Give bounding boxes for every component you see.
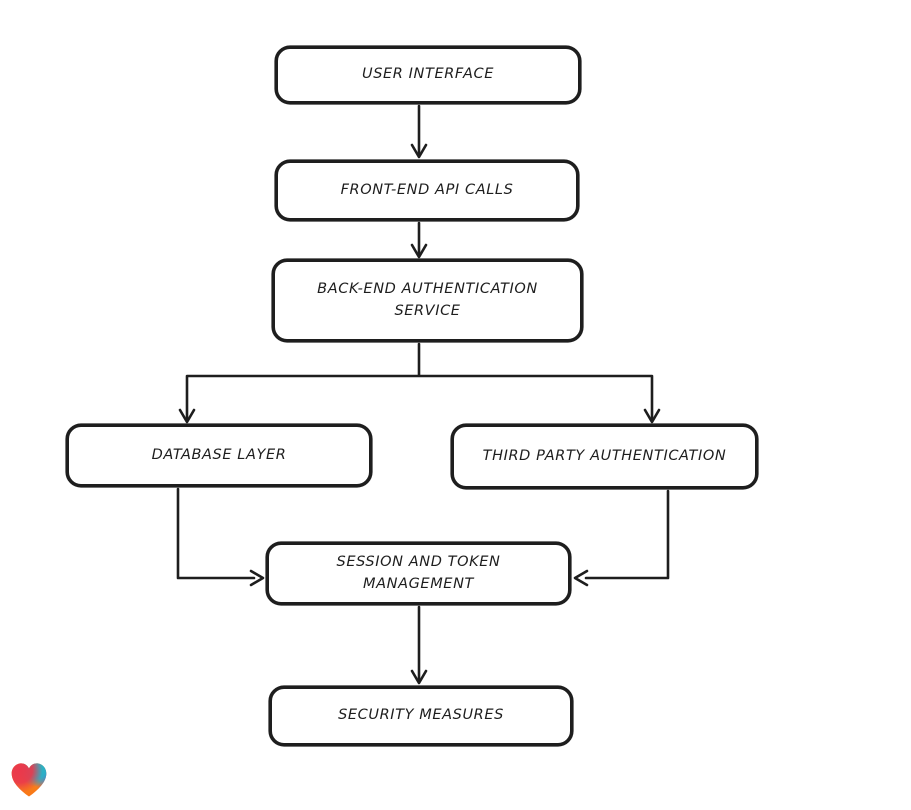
edge-database-to-session	[176, 487, 256, 580]
node-back-end-authentication-service: BACK-END AUTHENTICATION SERVICE	[272, 259, 583, 342]
arrowhead-down-1	[410, 143, 428, 159]
node-label: FRONT-END API CALLS	[340, 181, 514, 198]
node-label: DATABASE LAYER	[151, 446, 287, 463]
node-label: THIRD PARTY AUTHENTICATION	[482, 447, 727, 464]
node-security-measures: SECURITY MEASURES	[269, 686, 573, 746]
node-session-and-token-management: SESSION AND TOKEN MANAGEMENT	[266, 542, 571, 605]
arrowhead-down-third-party	[643, 408, 661, 424]
edge-third-party-to-session	[584, 489, 670, 580]
node-label: USER INTERFACE	[362, 66, 494, 83]
node-user-interface: USER INTERFACE	[275, 46, 581, 104]
edge-back-end-branch	[185, 342, 654, 421]
arrowhead-left-session	[573, 569, 589, 587]
node-database-layer: DATABASE LAYER	[66, 424, 372, 487]
node-third-party-authentication: THIRD PARTY AUTHENTICATION	[451, 424, 758, 489]
node-front-end-api-calls: FRONT-END API CALLS	[275, 160, 579, 221]
node-label: SESSION AND TOKEN MANAGEMENT	[336, 554, 501, 592]
arrowhead-down-2	[410, 243, 428, 259]
heart-icon	[11, 763, 47, 797]
node-label: BACK-END AUTHENTICATION SERVICE	[317, 281, 538, 319]
arrowhead-right-session	[249, 569, 265, 587]
arrowhead-down-3	[410, 669, 428, 685]
gradient-heart-logo-badge[interactable]	[8, 760, 50, 801]
arrowhead-down-database	[178, 408, 196, 424]
node-label: SECURITY MEASURES	[338, 707, 504, 724]
